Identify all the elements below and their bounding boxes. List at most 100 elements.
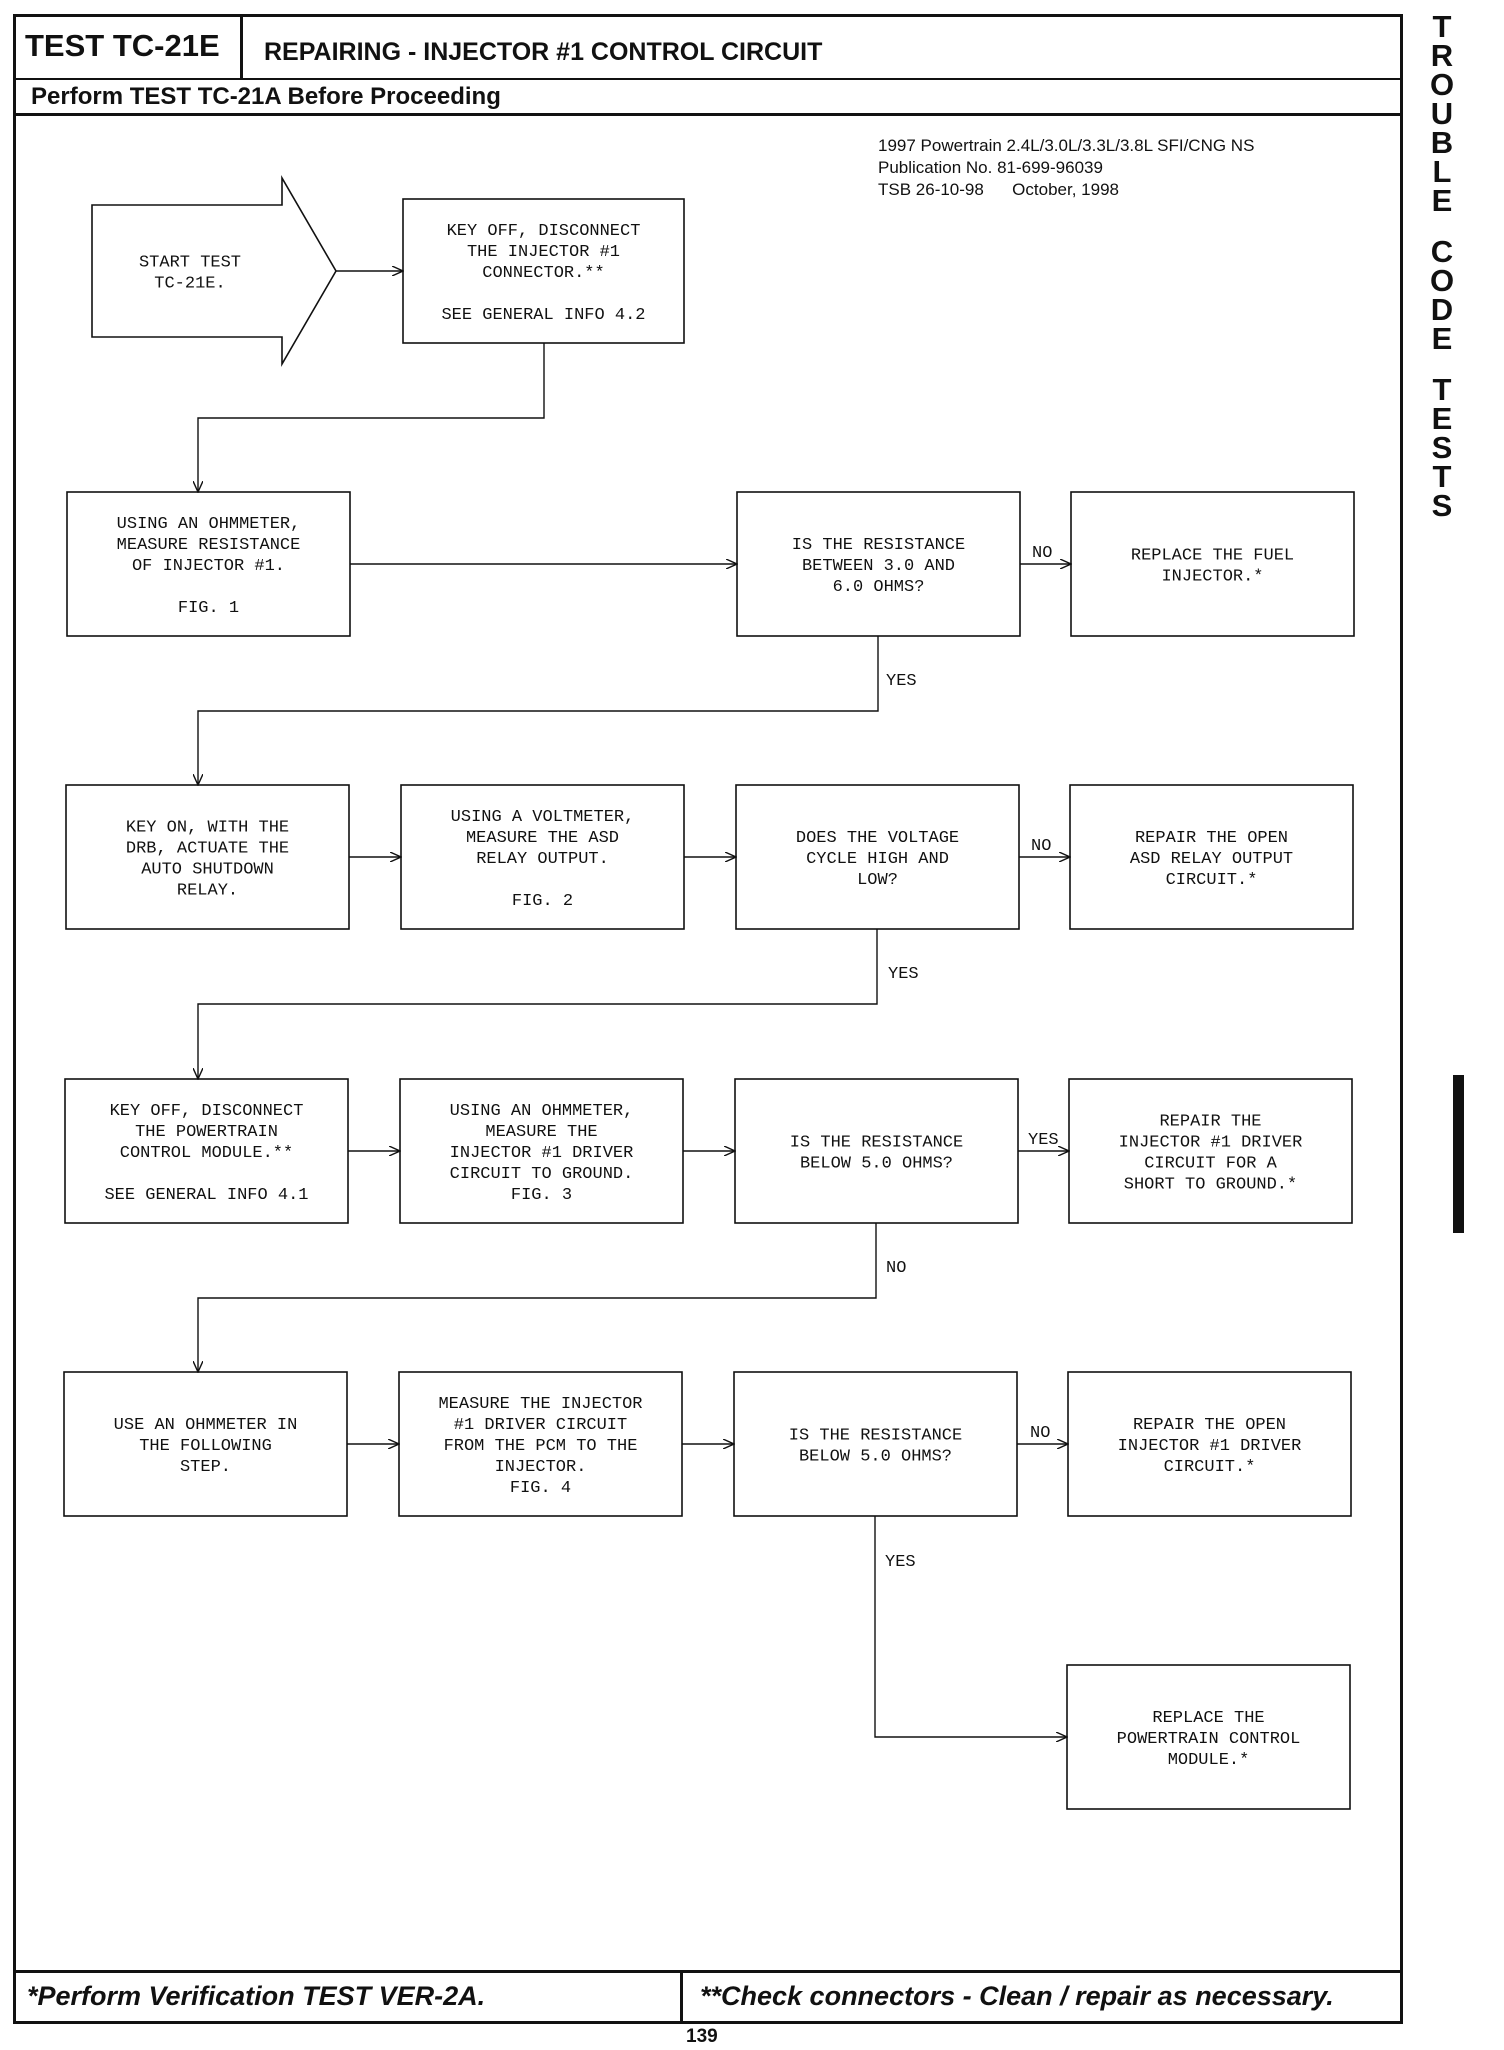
- flow-node-line: KEY ON, WITH THE: [126, 819, 289, 838]
- connector-label: NO: [1031, 837, 1051, 856]
- flow-node-line: SHORT TO GROUND.*: [1124, 1176, 1297, 1195]
- flow-node-line: MEASURE RESISTANCE: [117, 536, 301, 555]
- connector-label: NO: [1030, 1424, 1050, 1443]
- connector-resistance-below-5-a-to-use-ohmmeter: NO: [198, 1223, 906, 1372]
- side-tab-letter: E: [1431, 401, 1453, 436]
- flow-node-line: USE AN OHMMETER IN: [114, 1416, 298, 1435]
- flow-node-line: ASD RELAY OUTPUT: [1130, 850, 1293, 869]
- publication-info: 1997 Powertrain 2.4L/3.0L/3.3L/3.8L SFI/…: [878, 135, 1254, 201]
- connector-label: YES: [886, 672, 917, 691]
- flow-node-text: IS THE RESISTANCE BELOW 5.0 OHMS?: [789, 1427, 962, 1467]
- flow-node-line: CIRCUIT FOR A: [1144, 1155, 1277, 1174]
- flow-node-line: REPAIR THE OPEN: [1135, 829, 1288, 848]
- flow-node-line: MEASURE THE INJECTOR: [438, 1395, 642, 1414]
- test-id: TEST TC-21E: [13, 14, 243, 78]
- flow-node-text: USING AN OHMMETER, MEASURE RESISTANCE OF I…: [117, 515, 301, 618]
- flow-box: [1069, 784, 1354, 930]
- flow-node-line: INJECTOR.*: [1161, 568, 1263, 587]
- connector-resistance-below-5-b-to-repair-open-driver: NO: [1017, 1424, 1068, 1444]
- connector-label: NO: [886, 1259, 906, 1278]
- connector-resistance-below-5-a-to-repair-short: YES: [1018, 1131, 1069, 1151]
- connector-line: [198, 1223, 877, 1372]
- flow-box: [64, 1078, 349, 1224]
- flow-node-line: OF INJECTOR #1.: [132, 557, 285, 576]
- flow-node-line: START TEST: [139, 254, 241, 273]
- flow-node-line: 6.0 OHMS?: [833, 578, 925, 597]
- connector-label: NO: [1032, 544, 1052, 563]
- side-tab-letter: E: [1431, 183, 1453, 218]
- flow-node-line: RELAY.: [177, 882, 238, 901]
- flow-node-line: USING AN OHMMETER,: [117, 515, 301, 534]
- footer: [13, 1970, 1403, 2024]
- flow-node-line: DOES THE VOLTAGE: [796, 829, 959, 848]
- flow-node-use-ohmmeter: USE AN OHMMETER IN THE FOLLOWING STEP.: [63, 1371, 348, 1517]
- flow-box: [735, 784, 1020, 930]
- flow-node-line: TC-21E.: [154, 275, 225, 294]
- flow-node-line: FIG. 3: [511, 1186, 572, 1205]
- section-tab-bar: [1453, 1075, 1464, 1233]
- flow-node-line: MEASURE THE ASD: [466, 829, 619, 848]
- flow-node-line: USING AN OHMMETER,: [450, 1102, 634, 1121]
- side-tab-letter: B: [1430, 125, 1454, 160]
- flow-node-line: IS THE RESISTANCE: [792, 536, 965, 555]
- publication-line-3: TSB 26-10-98 October, 1998: [878, 180, 1119, 199]
- flow-node-line: POWERTRAIN CONTROL: [1117, 1730, 1301, 1749]
- connector-resistance-below-5-b-to-replace-pcm: YES: [874, 1516, 1067, 1737]
- flow-node-text: REPAIR THE OPEN ASD RELAY OUTPUT CIRCUIT.*: [1130, 829, 1293, 890]
- flow-node-line: STEP.: [180, 1458, 231, 1477]
- flow-node-line: REPAIR THE OPEN: [1133, 1416, 1286, 1435]
- side-tab-letter: R: [1430, 38, 1454, 73]
- flow-node-text: REPLACE THE POWERTRAIN CONTROL MODULE.*: [1117, 1709, 1301, 1770]
- page-number: 139: [686, 2026, 718, 2047]
- footer-connector-note: **Check connectors - Clean / repair as n…: [700, 1981, 1334, 2011]
- connector-voltage-cycle-to-disconnect-pcm: YES: [198, 929, 919, 1079]
- flow-node-line: THE FOLLOWING: [139, 1437, 272, 1456]
- flow-box: [1068, 1078, 1353, 1224]
- flow-node-line: IS THE RESISTANCE: [789, 1427, 962, 1446]
- connector-label: YES: [885, 1553, 916, 1572]
- flow-node-line: RELAY OUTPUT.: [476, 850, 609, 869]
- flow-node-measure-injector-resistance: USING AN OHMMETER, MEASURE RESISTANCE OF I…: [66, 491, 351, 637]
- flow-node-line: CIRCUIT.*: [1164, 1458, 1256, 1477]
- flow-node-line: BELOW 5.0 OHMS?: [799, 1448, 952, 1467]
- side-tab-letter: E: [1431, 321, 1453, 356]
- flow-box: [65, 784, 350, 930]
- flow-node-line: REPLACE THE: [1152, 1709, 1264, 1728]
- flow-node-line: INJECTOR #1 DRIVER: [450, 1144, 634, 1163]
- flow-node-line: FROM THE PCM TO THE: [444, 1437, 638, 1456]
- flow-node-line: KEY OFF, DISCONNECT: [110, 1102, 304, 1121]
- flow-node-line: CYCLE HIGH AND: [806, 850, 949, 869]
- flow-box: [398, 1371, 683, 1517]
- flow-node-line: BELOW 5.0 OHMS?: [800, 1155, 953, 1174]
- flow-node-replace-pcm: REPLACE THE POWERTRAIN CONTROL MODULE.*: [1066, 1664, 1351, 1810]
- connector-line: [198, 636, 879, 785]
- flow-box: [400, 784, 685, 930]
- flow-node-line: CONTROL MODULE.**: [120, 1144, 293, 1163]
- flow-node-line: INJECTOR #1 DRIVER: [1119, 1134, 1303, 1153]
- publication-line-2: Publication No. 81-699-96039: [878, 158, 1103, 177]
- connector-resistance-3-6-to-replace-injector: NO: [1020, 544, 1071, 564]
- flow-box: [736, 491, 1021, 637]
- flow-node-line: DRB, ACTUATE THE: [126, 840, 289, 859]
- side-tab-letter: S: [1431, 430, 1453, 465]
- side-tab-letter: O: [1429, 263, 1455, 298]
- publication-line-1: 1997 Powertrain 2.4L/3.0L/3.3L/3.8L SFI/…: [878, 136, 1255, 155]
- flow-node-line: CIRCUIT.*: [1166, 871, 1258, 890]
- side-tab-letter: L: [1432, 154, 1452, 189]
- flow-box: [63, 1371, 348, 1517]
- flow-node-line: MODULE.*: [1168, 1751, 1250, 1770]
- connector-line: [198, 929, 878, 1079]
- flow-node-line: CONNECTOR.**: [482, 264, 604, 283]
